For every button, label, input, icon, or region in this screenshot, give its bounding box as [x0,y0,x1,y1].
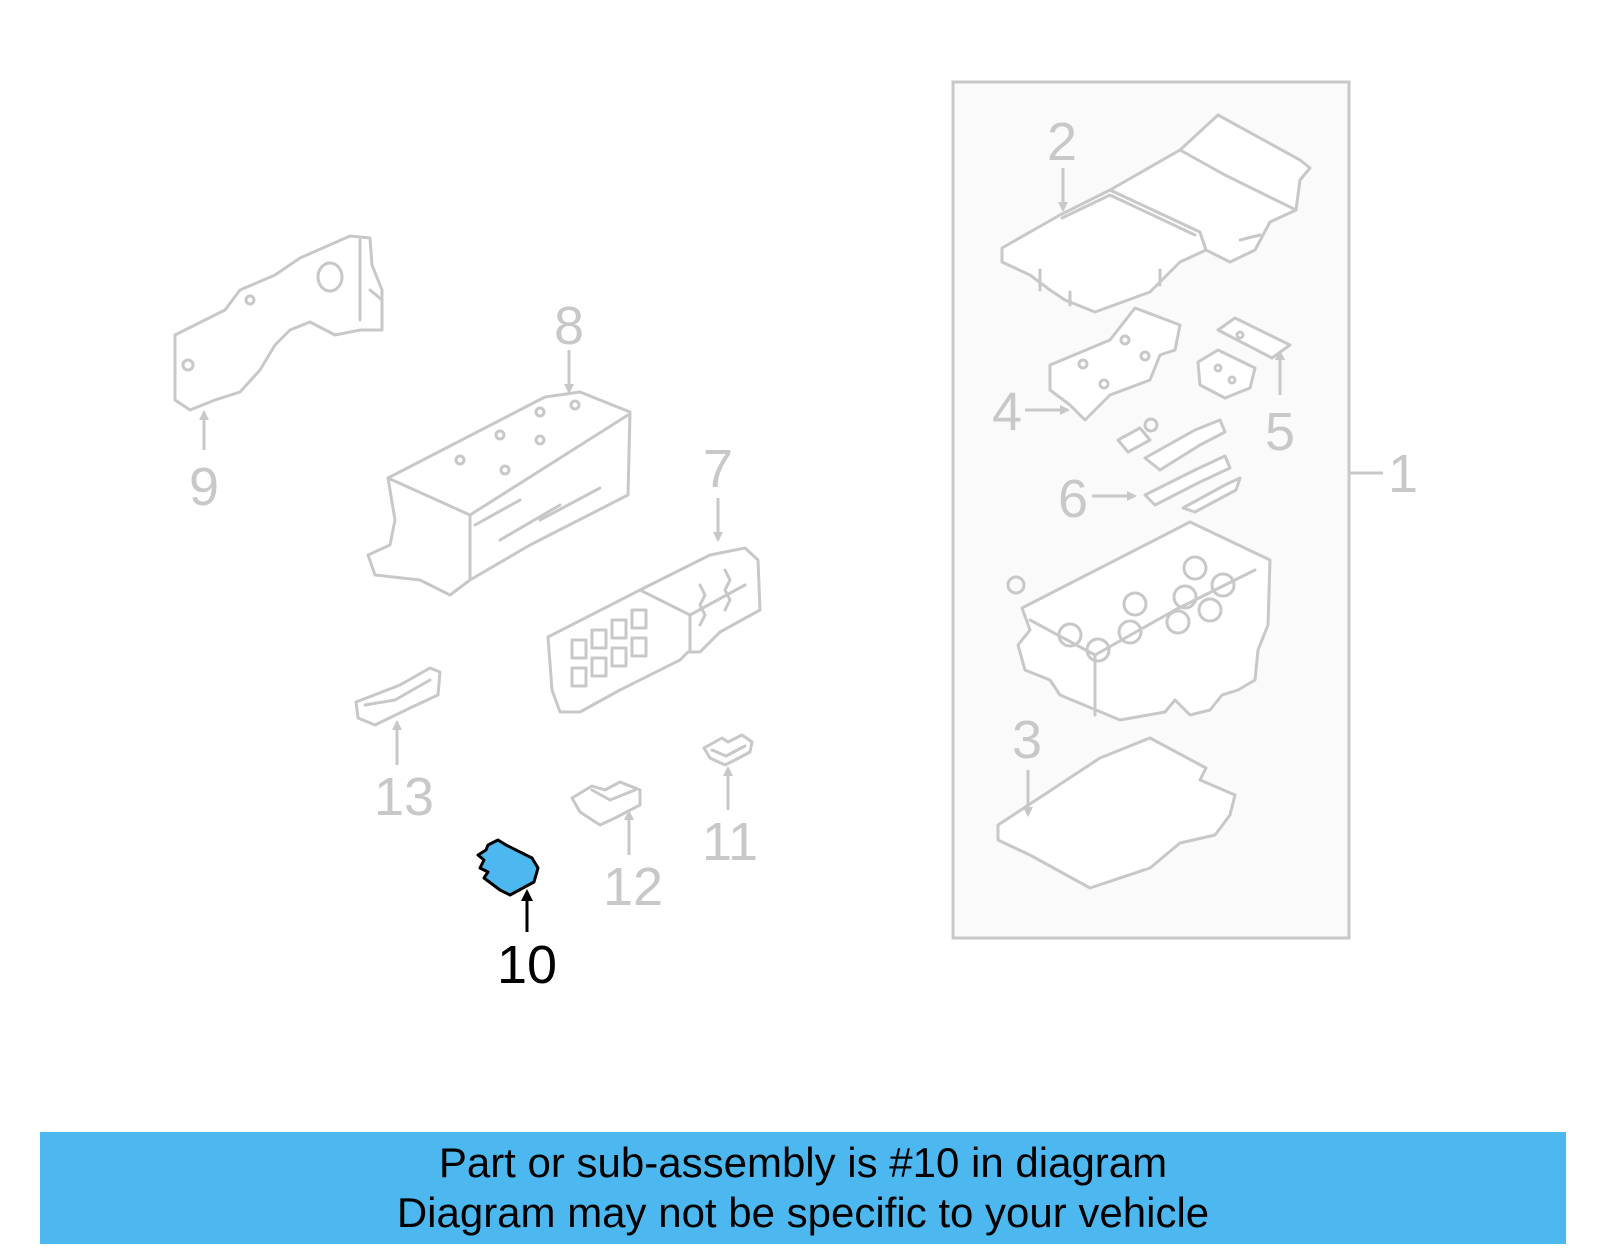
callout-12[interactable]: 12 [603,857,663,917]
banner-line-1: Part or sub-assembly is #10 in diagram [438,1139,1168,1186]
part-12-fuse[interactable] [570,780,642,827]
callout-6[interactable]: 6 [1058,469,1088,529]
part-10-relay-highlighted[interactable] [476,838,540,897]
part-13-clip[interactable] [354,666,442,727]
part-2-cover[interactable] [1000,113,1312,314]
callout-1[interactable]: 1 [1388,444,1418,504]
part-6-terminals[interactable] [1116,417,1242,514]
callout-9[interactable]: 9 [189,457,219,517]
callout-8[interactable]: 8 [554,296,584,356]
callout-13[interactable]: 13 [374,767,434,827]
callout-5[interactable]: 5 [1265,402,1295,462]
part-7-connector[interactable] [546,546,762,714]
callout-3[interactable]: 3 [1012,710,1042,770]
callout-7[interactable]: 7 [703,439,733,499]
callout-4[interactable]: 4 [992,382,1022,442]
callout-2[interactable]: 2 [1047,112,1077,172]
banner-line-2: Diagram may not be specific to your vehi… [396,1189,1210,1236]
part-8-relay-block[interactable] [366,390,632,597]
part-11-mini-fuse[interactable] [702,733,754,767]
callout-10[interactable]: 10 [497,935,557,995]
part-1-fuse-box[interactable] [1006,520,1272,722]
part-3-base[interactable] [996,736,1237,890]
info-banner: Part or sub-assembly is #10 in diagram D… [40,1132,1566,1244]
part-9-bracket[interactable] [173,234,384,412]
part-4-plate[interactable] [1048,306,1182,422]
part-5-bracket[interactable] [1196,316,1292,400]
callout-11[interactable]: 11 [702,812,758,872]
